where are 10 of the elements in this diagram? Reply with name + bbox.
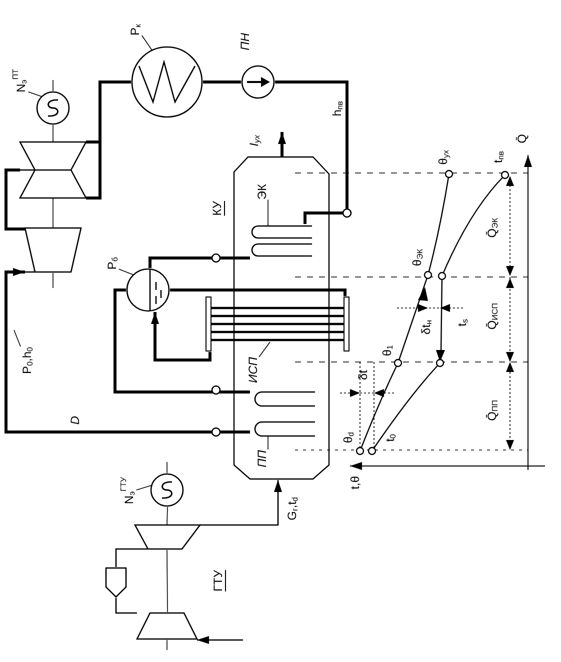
diagram-label: t,θ [349,476,361,489]
pipe-label: D [69,416,81,424]
diagram-label: Q̄ [516,134,528,143]
diagram-label: ГТУ [212,570,224,591]
component-label: ЭК [256,184,268,200]
component-label: ПП [256,450,268,467]
component-label: ИСП [247,357,259,383]
component-label: ПН [239,33,251,50]
component-label: КУ [211,201,223,216]
diagram-label: δt [357,370,369,380]
